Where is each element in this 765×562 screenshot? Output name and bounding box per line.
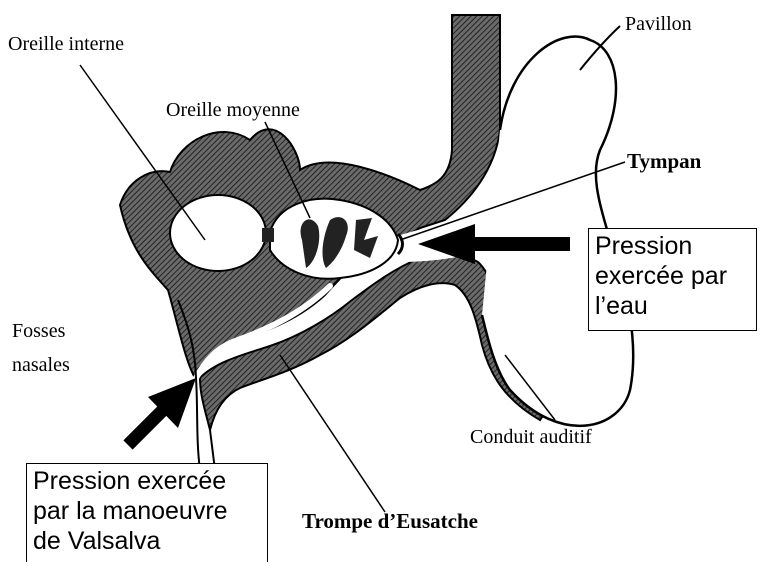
callout-pression-eau: Pression exercée par l’eau: [588, 228, 757, 331]
label-tympan: Tympan: [627, 151, 701, 172]
callout-pression-eau-line1: Pression: [595, 231, 750, 261]
label-trompe: Trompe d’Eusatche: [302, 511, 478, 532]
label-oreille-interne: Oreille interne: [8, 34, 124, 54]
arrow-valsalva-pressure: [128, 378, 196, 445]
callout-pression-eau-line2: exercée par: [595, 261, 750, 291]
callout-pression-eau-line3: l’eau: [595, 291, 750, 321]
label-oreille-moyenne: Oreille moyenne: [166, 100, 300, 120]
skull-bone-mass: [120, 15, 500, 378]
label-conduit-auditif: Conduit auditif: [470, 427, 592, 447]
label-pavillon: Pavillon: [625, 14, 692, 34]
label-fosses-nasales-line1: Fosses: [12, 321, 65, 341]
inner-ear-cavity: [170, 195, 266, 271]
callout-valsalva-line1: Pression exercée: [33, 466, 261, 496]
oval-window: [262, 228, 274, 242]
callout-valsalva-line3: de Valsalva: [33, 526, 261, 556]
callout-valsalva-line2: par la manoeuvre: [33, 496, 261, 526]
callout-pression-valsalva: Pression exercée par la manoeuvre de Val…: [26, 463, 268, 562]
label-fosses-nasales-line2: nasales: [12, 355, 70, 375]
leader-trompe: [280, 355, 385, 512]
